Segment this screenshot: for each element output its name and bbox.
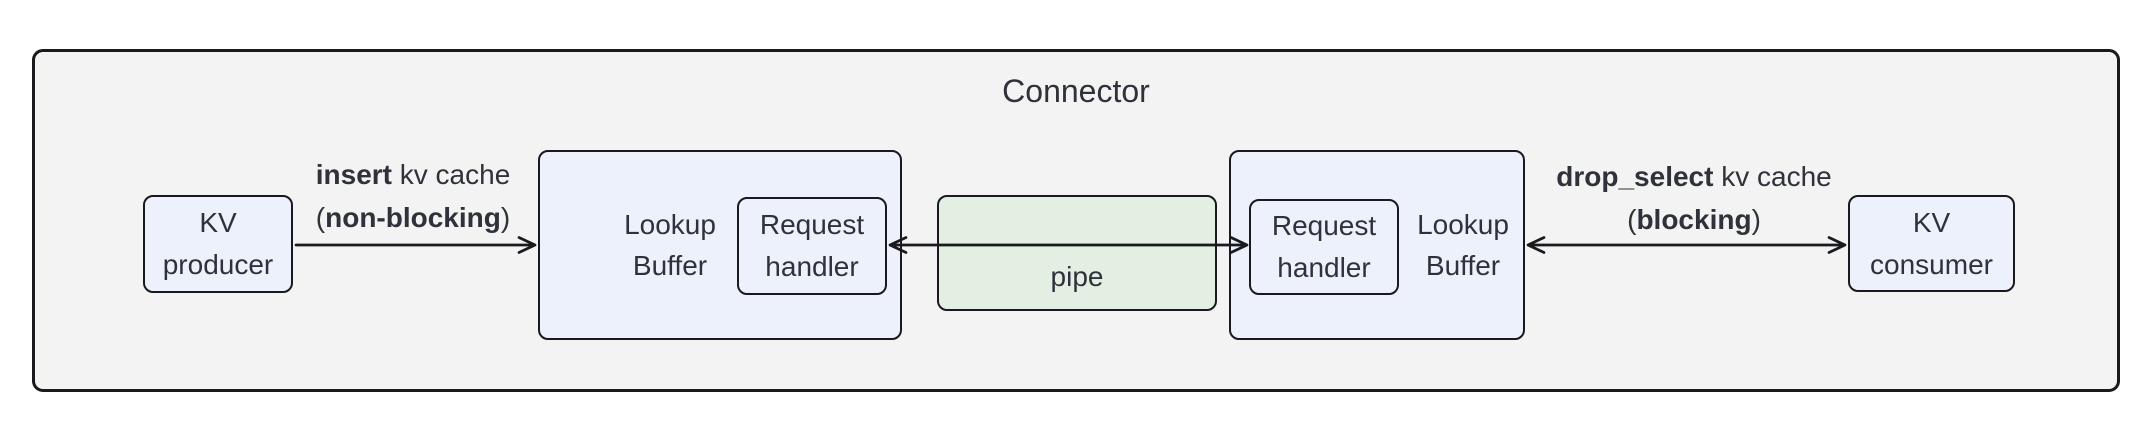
request-handler-right-line2: handler	[1277, 252, 1371, 283]
drop-select-keyword: drop_select	[1556, 161, 1714, 192]
drop-select-rest-text: kv cache	[1713, 161, 1832, 192]
kv-consumer-label-line1: KV	[1912, 206, 1951, 238]
kv-producer-label-line2: producer	[162, 249, 274, 280]
blocking-keyword: blocking	[1636, 204, 1752, 235]
pipe-label: pipe	[1050, 261, 1104, 292]
lookup-buffer-left-line1: Lookup	[624, 209, 716, 240]
lookup-buffer-left-label: Lookup Buffer	[570, 152, 770, 338]
kv-consumer-node: KV consumer	[1848, 195, 2015, 292]
drop-select-edge-label: drop_select kv cache (blocking)	[1544, 155, 1844, 241]
drop-select-paren-open: (	[1627, 204, 1637, 235]
request-handler-left-node: Request handler	[737, 197, 887, 295]
request-handler-left-line2: handler	[765, 251, 859, 282]
lookup-buffer-right-line1: Lookup	[1417, 209, 1509, 240]
lookup-buffer-left-node: Lookup Buffer Request handler	[538, 150, 902, 340]
lookup-buffer-right-line2: Buffer	[1425, 250, 1501, 281]
non-blocking-keyword: non-blocking	[325, 202, 501, 233]
drop-select-edge-label-line1: drop_select kv cache	[1544, 155, 1844, 198]
pipe-node: pipe	[937, 195, 1217, 311]
kv-consumer-label-line2: consumer	[1870, 248, 1993, 280]
insert-keyword: insert	[315, 159, 392, 190]
lookup-buffer-left-line2: Buffer	[632, 250, 708, 281]
connector-title: Connector	[1002, 73, 1150, 109]
request-handler-right-node: Request handler	[1249, 199, 1399, 295]
lookup-buffer-right-label: Lookup Buffer	[1399, 152, 1527, 338]
insert-edge-label-line1: insert kv cache	[263, 153, 563, 196]
kv-producer-node: KV producer	[143, 195, 293, 293]
request-handler-left-line1: Request	[759, 209, 865, 240]
drop-select-paren-close: )	[1751, 204, 1761, 235]
lookup-buffer-right-node: Request handler Lookup Buffer	[1229, 150, 1525, 340]
kv-producer-label-line1: KV	[199, 207, 237, 238]
request-handler-right-line1: Request	[1271, 210, 1377, 241]
insert-edge-label-line2: (non-blocking)	[263, 196, 563, 239]
insert-paren-close: )	[500, 202, 511, 233]
drop-select-edge-label-line2: (blocking)	[1544, 198, 1844, 241]
insert-rest-text: kv cache	[391, 159, 511, 190]
insert-edge-label: insert kv cache (non-blocking)	[263, 153, 563, 239]
insert-paren-open: (	[315, 202, 326, 233]
